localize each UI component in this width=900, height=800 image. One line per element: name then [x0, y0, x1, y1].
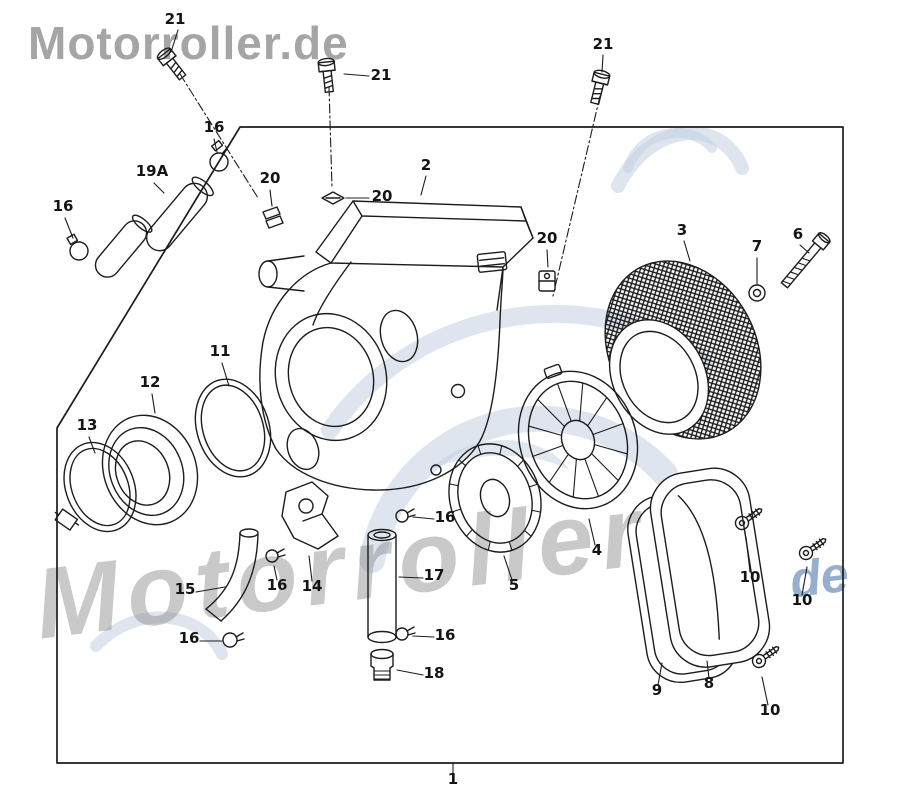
part-12-rubber-boot — [101, 414, 199, 526]
part-16-clip — [265, 548, 286, 563]
callout-label: 11 — [210, 342, 231, 360]
callout-label: 20 — [372, 187, 393, 205]
callout-label: 10 — [740, 568, 761, 586]
part-7-washer — [748, 284, 766, 302]
part-16-clip — [395, 626, 416, 641]
part-20-clip — [538, 270, 556, 292]
part-2-air-box-housing — [258, 200, 534, 491]
callout-label: 5 — [509, 576, 519, 594]
part-6-bolt — [780, 231, 831, 289]
callout-label: 16 — [435, 626, 456, 644]
part-15-bent-hose — [205, 528, 259, 622]
part-16-clip — [222, 632, 245, 648]
logo-swoosh-icon — [623, 127, 717, 173]
part-14-bracket — [281, 481, 339, 550]
part-10-screw — [751, 646, 780, 669]
header-watermark: Motorroller.de — [28, 17, 349, 69]
part-18-fitting — [370, 648, 394, 681]
callout-label: 16 — [435, 508, 456, 526]
assembly-axis-lines — [179, 73, 601, 297]
callout-label: 3 — [677, 221, 687, 239]
part-16-clip — [395, 508, 416, 523]
part-10-screw — [798, 538, 827, 561]
part-21-bolt — [317, 57, 336, 93]
callout-label: 6 — [793, 225, 803, 243]
callout-label: 14 — [302, 577, 323, 595]
part-3-filter-element — [604, 260, 762, 440]
logo-swoosh-icon — [359, 405, 678, 573]
callout-label: 19A — [136, 162, 169, 180]
callout-label: 16 — [179, 629, 200, 647]
callout-label: 15 — [175, 580, 196, 598]
part-20-wedge — [321, 191, 345, 205]
callout-leader-lines — [64, 29, 810, 776]
callout-label: 21 — [371, 66, 392, 84]
callout-label: 21 — [593, 35, 614, 53]
callout-label: 20 — [537, 229, 558, 247]
callout-label: 18 — [424, 664, 445, 682]
callout-label: 17 — [424, 566, 445, 584]
callout-label: 16 — [53, 197, 74, 215]
callout-label: 16 — [267, 576, 288, 594]
callout-label: 10 — [792, 591, 813, 609]
part-16-clamp — [209, 139, 229, 172]
part-4-finned-cage — [517, 363, 639, 510]
diagram-border — [56, 126, 844, 764]
part-16-hose — [94, 214, 153, 278]
callout-label: 10 — [760, 701, 781, 719]
part-20-clip — [262, 206, 284, 229]
callout-label: 16 — [204, 118, 225, 136]
callout-label: 20 — [260, 169, 281, 187]
part-19a-hose — [145, 176, 214, 252]
callout-label: 8 — [704, 674, 714, 692]
callout-label: 4 — [592, 541, 602, 559]
callout-label: 12 — [140, 373, 161, 391]
callout-label: 9 — [652, 681, 662, 699]
callout-label: 2 — [421, 156, 431, 174]
part-11-o-ring — [194, 378, 272, 478]
part-21-bolt — [156, 47, 187, 81]
part-16-clamp — [66, 233, 89, 261]
callout-label: 7 — [752, 237, 762, 255]
callout-label: 1 — [448, 770, 458, 788]
part-10-screw — [734, 508, 763, 531]
part-21-bolt — [590, 69, 611, 106]
part-5-cover-disc — [448, 443, 542, 553]
callout-label: 21 — [165, 10, 186, 28]
part-13-band-clamp — [54, 441, 137, 533]
part-17-tube — [367, 528, 397, 644]
part-8-air-box-cover — [649, 467, 771, 668]
callout-label: 13 — [77, 416, 98, 434]
